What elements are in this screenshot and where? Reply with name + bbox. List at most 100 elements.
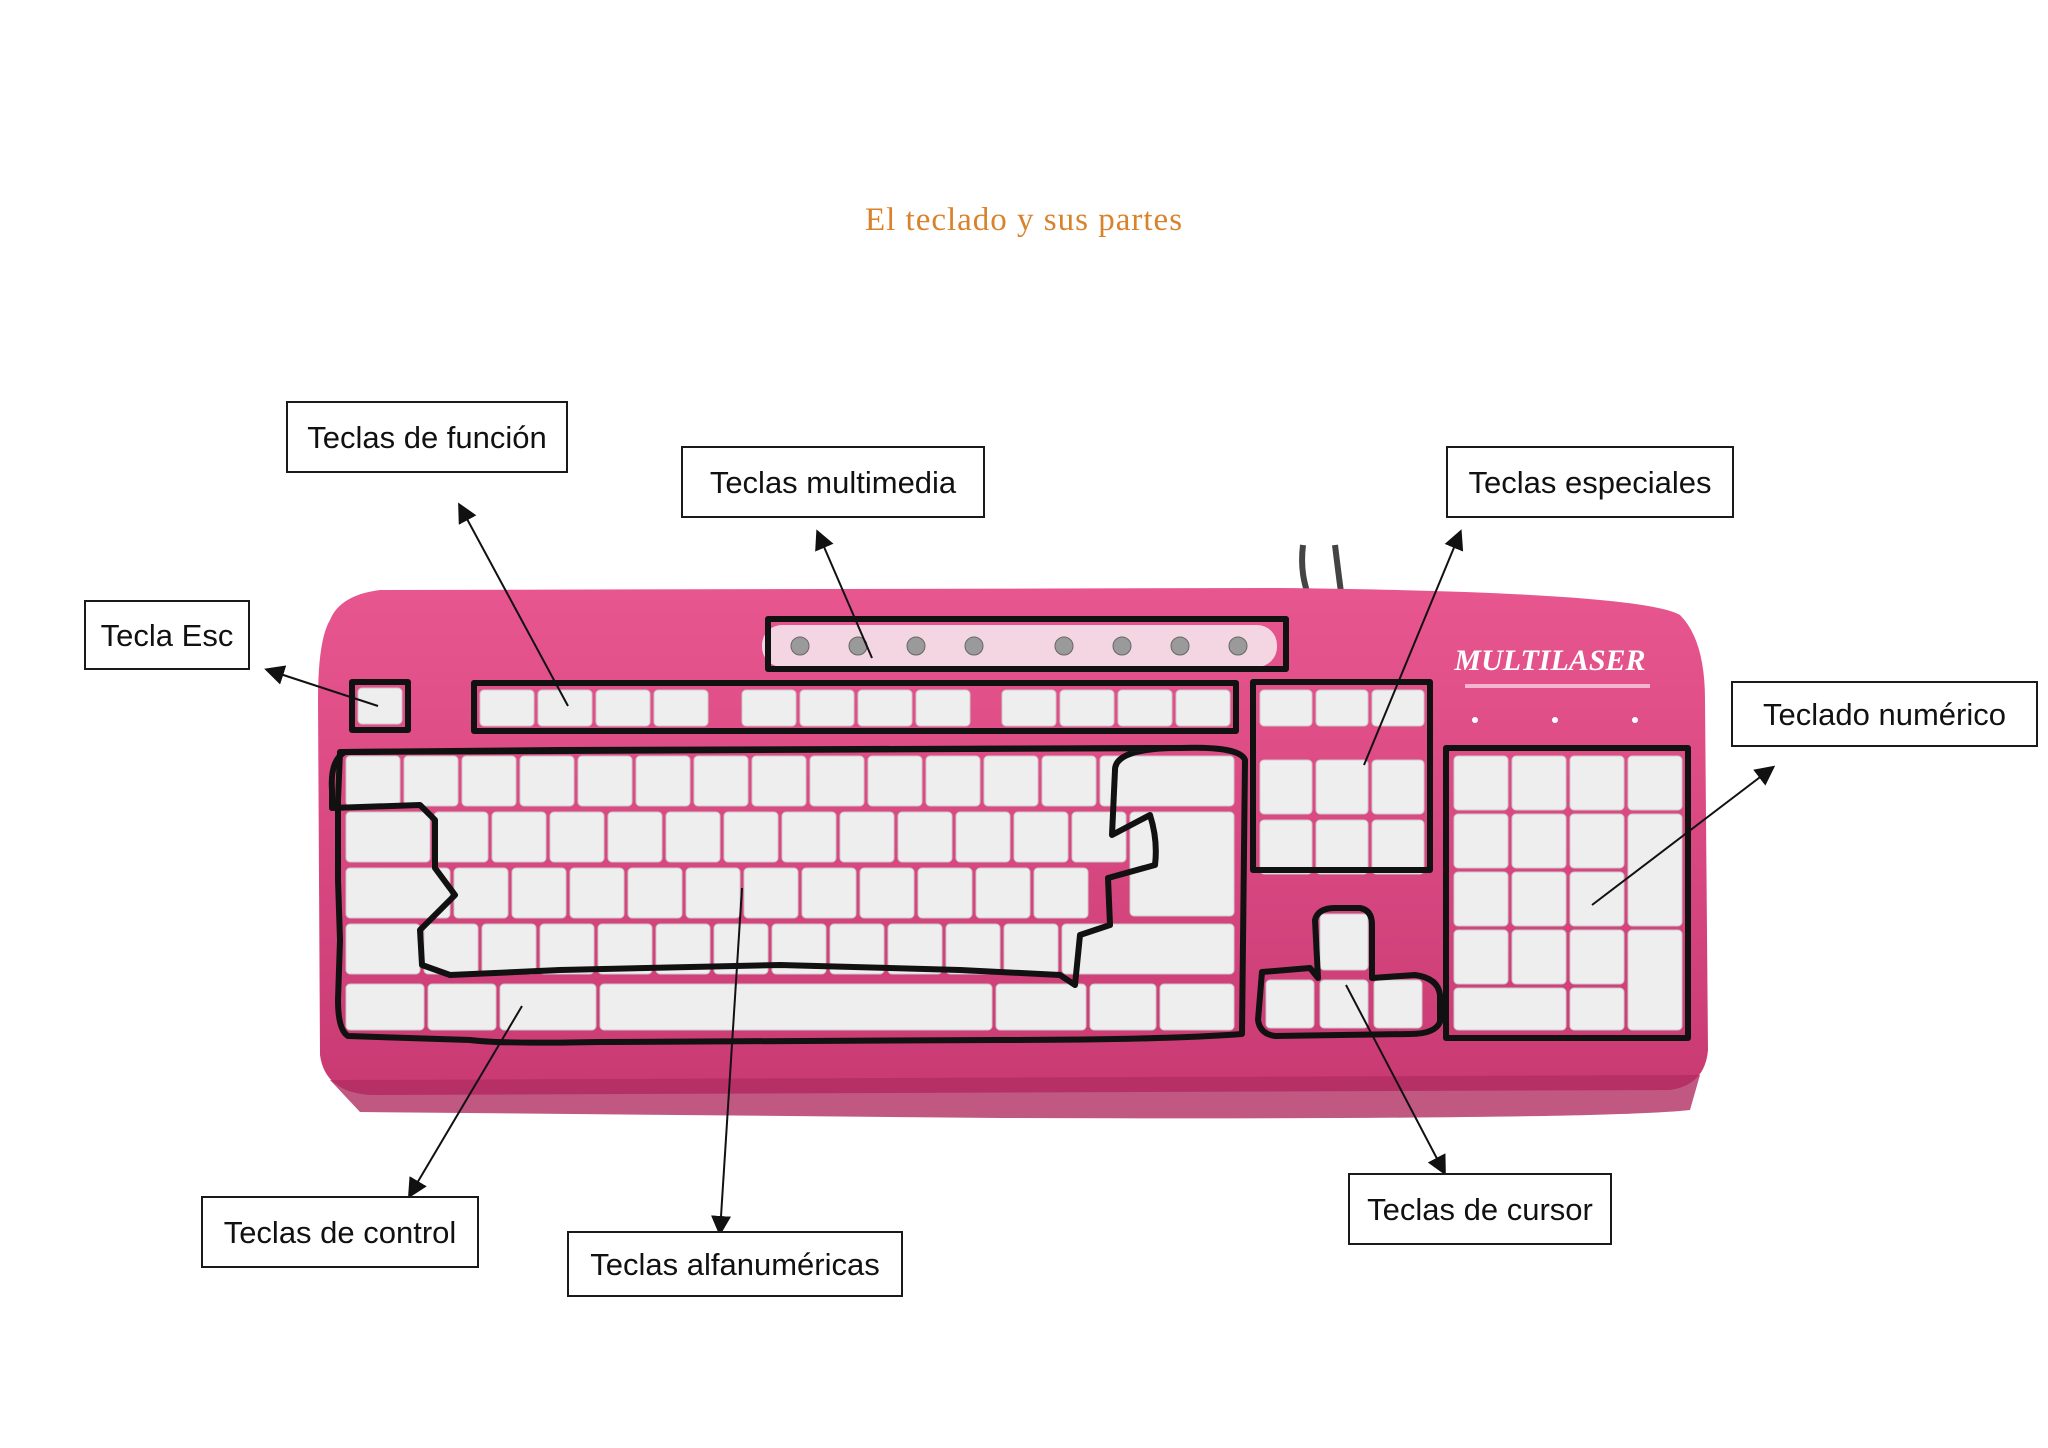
numeric-key — [1511, 871, 1567, 927]
cursor-key — [1319, 913, 1369, 971]
arrow-control — [407, 1005, 523, 1199]
arrow-multimedia — [815, 529, 873, 659]
function-key — [1175, 689, 1231, 727]
backspace-key — [1099, 755, 1235, 807]
multimedia-button — [964, 636, 984, 656]
alphanumeric-key — [685, 867, 741, 919]
led-indicator — [1632, 717, 1638, 723]
function-key — [741, 689, 797, 727]
alphanumeric-key — [1033, 867, 1089, 919]
alphanumeric-key — [627, 867, 683, 919]
numeric-key — [1511, 755, 1567, 811]
numeric-key — [1453, 755, 1509, 811]
arrow-cursor — [1345, 984, 1446, 1176]
multimedia-button — [1170, 636, 1190, 656]
label-teclas-especiales: Teclas especiales — [1446, 446, 1734, 518]
alphanumeric-key — [975, 867, 1031, 919]
alphanumeric-key — [403, 755, 459, 807]
alphanumeric-key — [743, 867, 799, 919]
special-key — [1259, 819, 1313, 875]
function-key — [799, 689, 855, 727]
alphanumeric-key — [859, 867, 915, 919]
numeric-key — [1569, 813, 1625, 869]
numeric-key — [1569, 987, 1625, 1031]
arrow-numerico — [1591, 765, 1776, 906]
alt-gr-key — [995, 983, 1087, 1031]
alphanumeric-key — [1041, 755, 1097, 807]
alt-key — [499, 983, 597, 1031]
alphanumeric-key — [569, 867, 625, 919]
function-key — [595, 689, 651, 727]
numeric-keypad-outline — [1443, 745, 1691, 1041]
multimedia-button — [906, 636, 926, 656]
arrow-esc — [264, 665, 379, 707]
function-key — [479, 689, 535, 727]
alphanumeric-key — [433, 811, 489, 863]
label-teclas-alfanumericas: Teclas alfanuméricas — [567, 1231, 903, 1297]
tab-key — [345, 811, 431, 863]
ctrl-key — [1159, 983, 1235, 1031]
alphanumeric-key — [945, 923, 1001, 975]
arrow-alfanumericas — [711, 887, 743, 1236]
special-key — [1371, 689, 1425, 727]
function-key — [1059, 689, 1115, 727]
brand-logo: MULTILASER — [1453, 644, 1645, 677]
numeric-key — [1569, 871, 1625, 927]
shift-key — [345, 923, 421, 975]
alphanumeric-key — [781, 811, 837, 863]
alphanumeric-key — [1013, 811, 1069, 863]
label-teclas-control: Teclas de control — [201, 1196, 479, 1268]
alphanumeric-key — [867, 755, 923, 807]
numeric-key — [1627, 755, 1683, 811]
cursor-key — [1319, 979, 1369, 1029]
numeric-key — [1453, 871, 1509, 927]
special-key — [1315, 819, 1369, 875]
numeric-key — [1511, 813, 1567, 869]
numeric-key — [1453, 929, 1509, 985]
alphanumeric-key — [481, 923, 537, 975]
alphanumeric-key — [665, 811, 721, 863]
arrow-funcion — [458, 502, 569, 707]
alphanumeric-key — [607, 811, 663, 863]
multimedia-button — [1054, 636, 1074, 656]
numeric-plus-key — [1627, 813, 1683, 927]
windows-key — [427, 983, 497, 1031]
numeric-key — [1453, 813, 1509, 869]
alphanumeric-key — [511, 867, 567, 919]
alphanumeric-key — [887, 923, 943, 975]
alphanumeric-key — [519, 755, 575, 807]
enter-key — [1129, 811, 1235, 917]
function-key — [653, 689, 709, 727]
multimedia-strip — [762, 625, 1277, 667]
alphanumeric-key — [809, 755, 865, 807]
multimedia-outline — [765, 616, 1289, 672]
cursor-key — [1265, 979, 1315, 1029]
alphanumeric-key — [723, 811, 779, 863]
special-key — [1371, 759, 1425, 815]
menu-key — [1089, 983, 1157, 1031]
alphanumeric-key — [1003, 923, 1059, 975]
numeric-key — [1569, 755, 1625, 811]
alphanumeric-key — [839, 811, 895, 863]
label-teclas-multimedia: Teclas multimedia — [681, 446, 985, 518]
multimedia-button — [1112, 636, 1132, 656]
arrow-especiales — [1363, 529, 1464, 766]
control-keys-outline — [335, 744, 1248, 1046]
numeric-key — [1511, 929, 1567, 985]
alphanumeric-key — [713, 923, 769, 975]
function-key — [1117, 689, 1173, 727]
shift-key — [1061, 923, 1235, 975]
function-key — [857, 689, 913, 727]
alphanumeric-key — [693, 755, 749, 807]
alphanumeric-key — [801, 867, 857, 919]
alphanumeric-key — [1071, 811, 1127, 863]
label-tecla-esc: Tecla Esc — [84, 600, 250, 670]
label-teclado-numerico: Teclado numérico — [1731, 681, 2038, 747]
esc-key — [357, 687, 403, 725]
caps-lock-key — [345, 867, 451, 919]
multimedia-button — [1228, 636, 1248, 656]
alphanumeric-key — [549, 811, 605, 863]
alphanumeric-key — [461, 755, 517, 807]
keys — [345, 687, 1683, 1031]
